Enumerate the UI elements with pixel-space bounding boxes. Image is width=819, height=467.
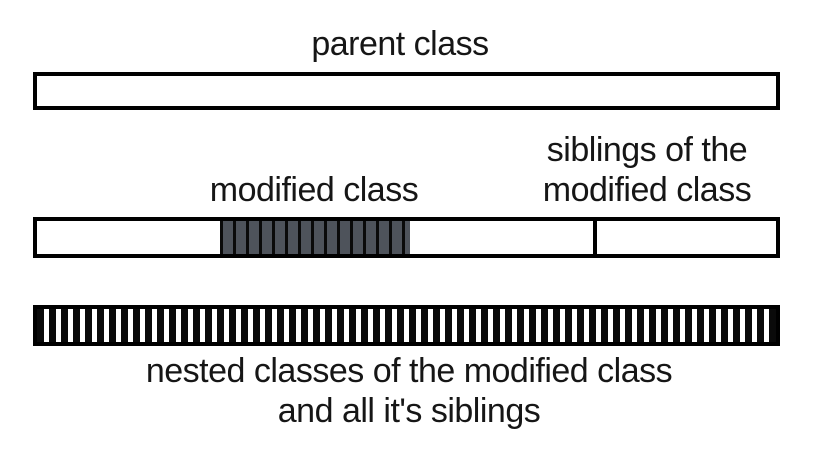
nested-classes-label-line1: nested classes of the modified class [145,352,673,390]
sibling-divider-line [593,221,597,254]
children-classes-bar [33,217,780,258]
parent-class-label: parent class [311,25,489,63]
siblings-label-line1: siblings of the [546,131,748,169]
modified-class-hatch-segment [220,221,410,254]
siblings-label: siblings of the modified class [497,130,797,210]
modified-class-label: modified class [209,171,419,209]
nested-classes-label-line2: and all it's siblings [277,392,541,430]
parent-class-bar [33,72,780,110]
nested-classes-label: nested classes of the modified class and… [59,351,759,431]
siblings-label-line2: modified class [542,171,752,209]
nested-classes-bar [33,305,780,346]
